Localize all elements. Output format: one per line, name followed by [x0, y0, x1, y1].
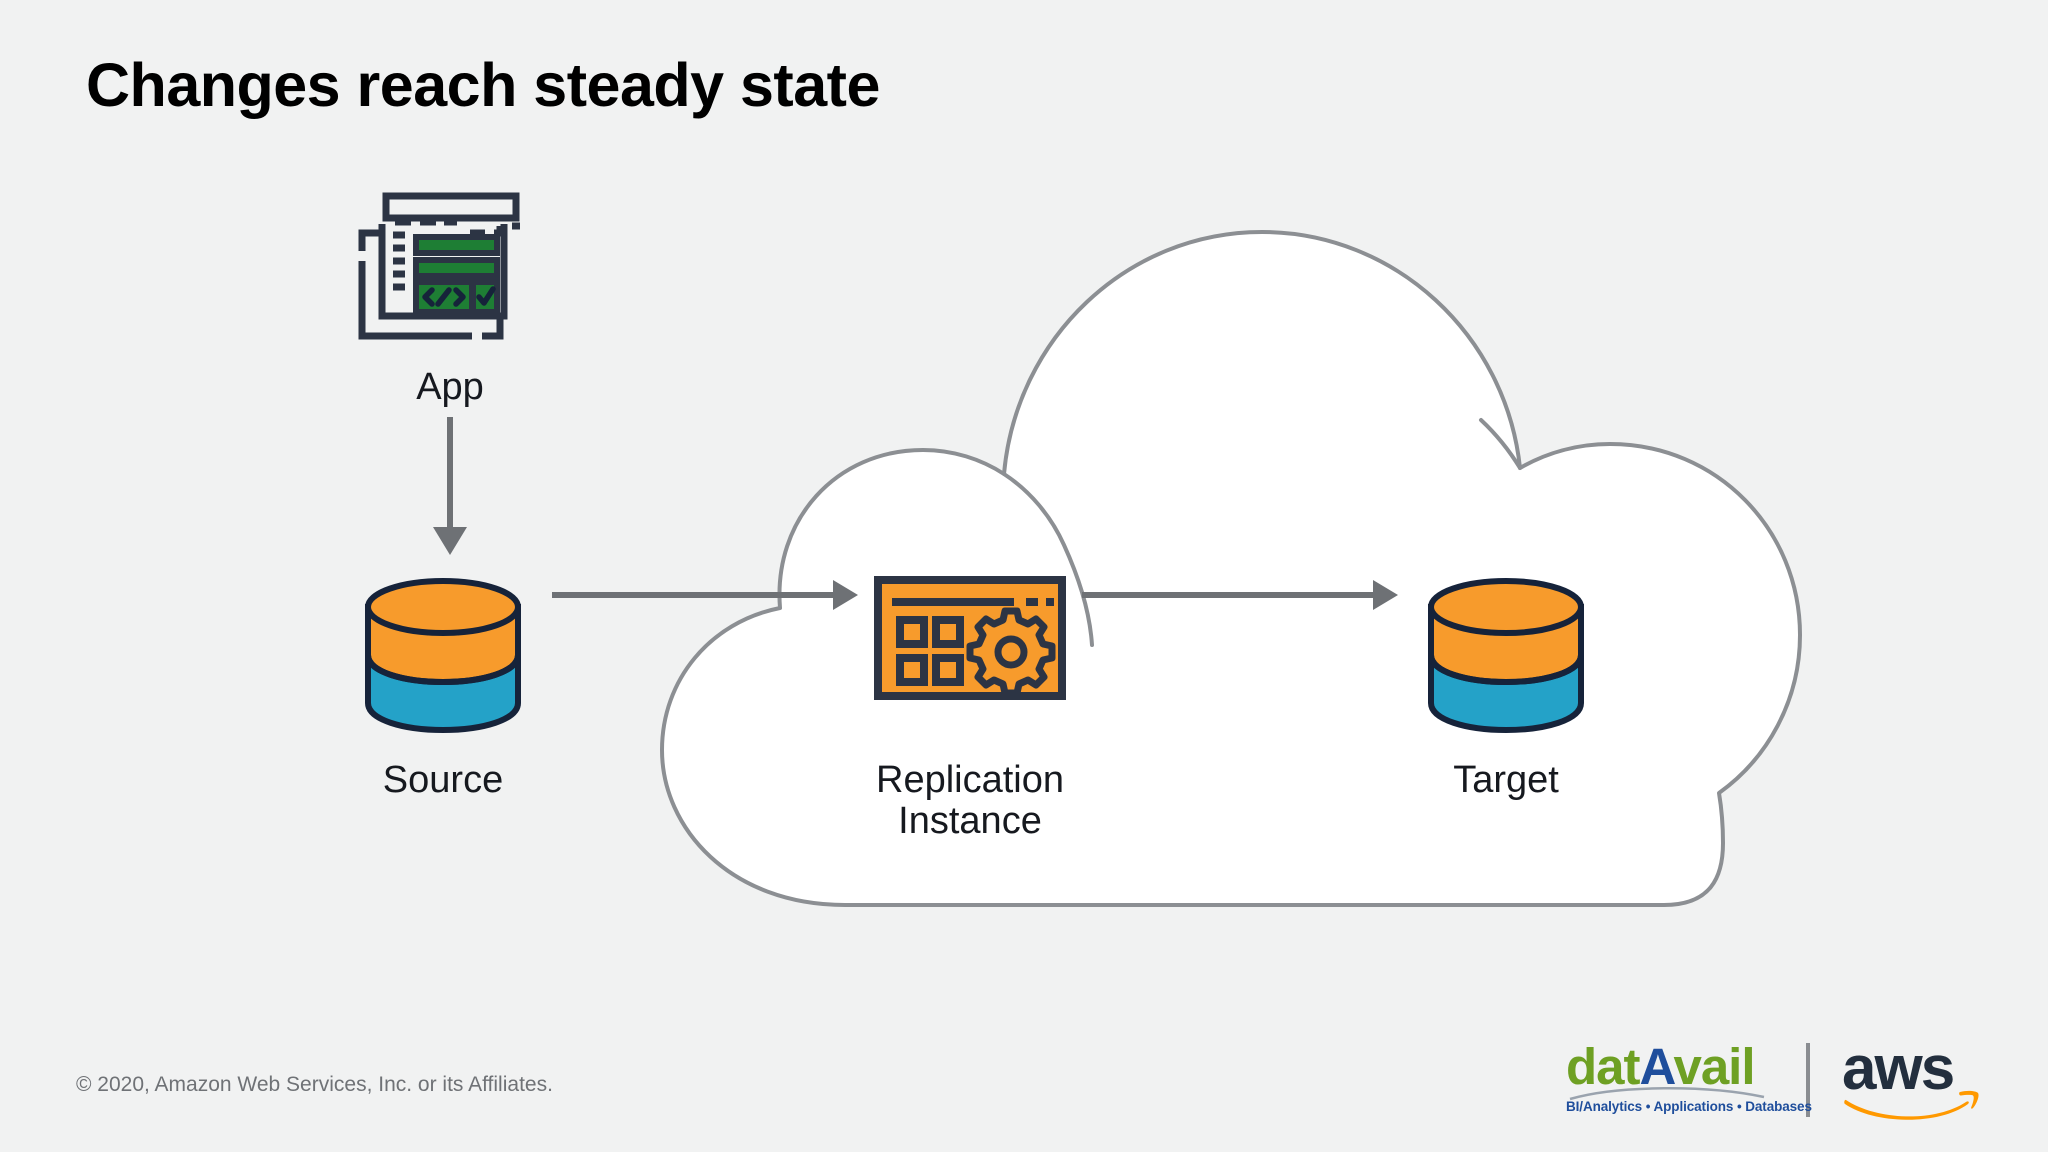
replication-instance-label-line1: Replication — [876, 759, 1064, 801]
datavail-word-part2: A — [1639, 1038, 1675, 1095]
arrow-source-to-replication — [552, 580, 858, 610]
datavail-logo: datAvail BI/Analytics • Applications • D… — [1566, 1038, 1812, 1119]
cloud-outline — [660, 230, 1802, 907]
cloud-inner-arc-left — [1002, 472, 1094, 647]
datavail-wordmark: datAvail — [1566, 1038, 1756, 1095]
copyright-text: © 2020, Amazon Web Services, Inc. or its… — [76, 1073, 553, 1096]
page-title: Changes reach steady state — [86, 51, 880, 119]
aws-smile-arrow-icon — [1844, 1090, 1979, 1120]
logo-divider — [1806, 1043, 1810, 1117]
footer-logo-bar: datAvail BI/Analytics • Applications • D… — [1566, 1030, 1984, 1130]
cloud-inner-arc-right — [1479, 418, 1522, 470]
app-window-code-icon — [358, 192, 520, 340]
target-label: Target — [1453, 759, 1559, 801]
app-label: App — [416, 366, 484, 408]
replication-instance-label-line2: Instance — [898, 800, 1042, 843]
aws-logo: aws — [1842, 1038, 1984, 1120]
datavail-tagline: BI/Analytics • Applications • Databases — [1566, 1099, 1812, 1114]
database-cylinder-icon-source — [365, 578, 521, 734]
datavail-swoosh-icon — [1569, 1086, 1765, 1101]
datavail-word-part3: vail — [1673, 1038, 1755, 1095]
aws-cloud-boundary — [660, 230, 1802, 907]
arrow-app-to-source — [433, 417, 467, 555]
database-cylinder-icon-target — [1428, 578, 1584, 734]
aws-wordmark: aws — [1842, 1034, 1955, 1103]
datavail-word-part1: dat — [1566, 1038, 1640, 1095]
arrow-replication-to-target — [1082, 580, 1398, 610]
source-label: Source — [382, 759, 504, 801]
replication-instance-label: Replication Instance — [820, 759, 1120, 843]
replication-instance-gear-icon — [874, 576, 1066, 700]
